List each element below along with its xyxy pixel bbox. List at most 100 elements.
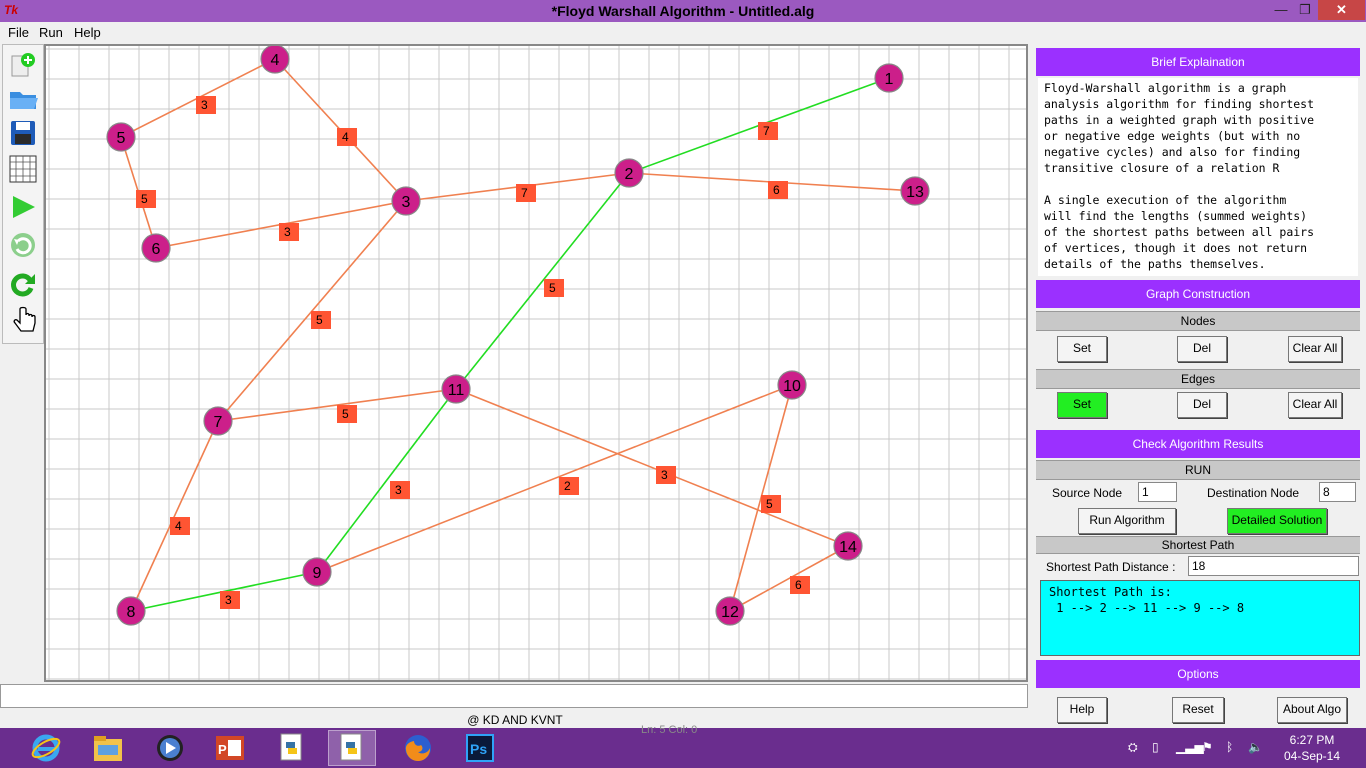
edge-weight-box[interactable]: [790, 576, 810, 594]
device-icon[interactable]: ▯: [1152, 740, 1159, 754]
edge-12-14[interactable]: [729, 545, 849, 612]
add-node-icon[interactable]: [7, 49, 39, 81]
open-folder-icon[interactable]: [7, 83, 39, 115]
edge-weight-label: 3: [225, 593, 232, 607]
edge-11-9[interactable]: [316, 388, 457, 573]
grid-icon[interactable]: [7, 153, 39, 185]
edge-weight-box[interactable]: [337, 128, 357, 146]
help-button[interactable]: Help: [1057, 697, 1107, 723]
edge-weight-box[interactable]: [220, 591, 240, 609]
undo-icon[interactable]: [7, 229, 39, 261]
edge-weight-box[interactable]: [768, 181, 788, 199]
python-icon[interactable]: [328, 730, 376, 766]
python-icon[interactable]: [268, 730, 316, 766]
run-play-icon[interactable]: [7, 191, 39, 223]
edge-9-10[interactable]: [316, 384, 793, 573]
node-7[interactable]: [203, 406, 233, 436]
edge-7-8[interactable]: [130, 420, 219, 612]
close-button[interactable]: ✕: [1318, 0, 1365, 20]
menu-help[interactable]: Help: [74, 25, 101, 40]
node-6[interactable]: [141, 233, 171, 263]
edge-set-button[interactable]: Set: [1057, 392, 1107, 418]
node-3[interactable]: [391, 186, 421, 216]
edge-weight-box[interactable]: [516, 184, 536, 202]
edge-weight-box[interactable]: [337, 405, 357, 423]
save-disk-icon[interactable]: [7, 117, 39, 149]
bluetooth-icon[interactable]: ᛒ: [1226, 740, 1234, 754]
distance-value[interactable]: 18: [1188, 556, 1359, 576]
node-10[interactable]: [777, 370, 807, 400]
edge-2-11[interactable]: [455, 172, 630, 390]
photoshop-icon[interactable]: Ps: [456, 730, 504, 766]
edge-weight-box[interactable]: [136, 190, 156, 208]
powerpoint-icon[interactable]: P: [206, 730, 254, 766]
node-5[interactable]: [106, 122, 136, 152]
source-node-input[interactable]: 1: [1138, 482, 1177, 502]
edges-label: Edges: [1036, 369, 1360, 389]
explanation-text: Floyd-Warshall algorithm is a graph anal…: [1038, 78, 1358, 276]
node-1[interactable]: [874, 63, 904, 93]
source-node-label: Source Node: [1052, 486, 1123, 500]
ie-icon[interactable]: [22, 730, 70, 766]
destination-node-input[interactable]: 8: [1319, 482, 1356, 502]
shortest-path-label: Shortest Path: [1036, 536, 1360, 554]
node-del-button[interactable]: Del: [1177, 336, 1227, 362]
maximize-button[interactable]: ❐: [1299, 2, 1311, 17]
menu-run[interactable]: Run: [39, 25, 63, 40]
node-12[interactable]: [715, 596, 745, 626]
hand-cursor-icon[interactable]: [7, 305, 39, 337]
title-bar: Tk *Floyd Warshall Algorithm - Untitled.…: [0, 0, 1366, 22]
node-13[interactable]: [900, 176, 930, 206]
edge-weight-box[interactable]: [311, 311, 331, 329]
node-4[interactable]: [260, 46, 290, 74]
menu-bar: File Run Help: [0, 22, 1366, 42]
file-explorer-icon[interactable]: [84, 730, 132, 766]
edge-weight-box[interactable]: [656, 466, 676, 484]
edge-weight-label: 7: [763, 124, 770, 138]
network-icon[interactable]: ⛭: [1128, 740, 1138, 754]
edge-weight-box[interactable]: [170, 517, 190, 535]
edge-weight-box[interactable]: [559, 477, 579, 495]
clock[interactable]: 6:27 PM 04-Sep-14: [1272, 732, 1352, 764]
edge-weight-label: 7: [521, 186, 528, 200]
edge-11-14[interactable]: [455, 388, 849, 547]
edge-weight-box[interactable]: [279, 223, 299, 241]
node-11[interactable]: [441, 374, 471, 404]
options-header: Options: [1036, 660, 1360, 688]
firefox-icon[interactable]: [394, 730, 442, 766]
node-set-button[interactable]: Set: [1057, 336, 1107, 362]
node-label: 4: [271, 52, 280, 69]
redo-icon[interactable]: [7, 267, 39, 299]
media-player-icon[interactable]: [146, 730, 194, 766]
node-clear-all-button[interactable]: Clear All: [1288, 336, 1342, 362]
node-2[interactable]: [614, 158, 644, 188]
edge-weight-box[interactable]: [761, 495, 781, 513]
edge-clear-all-button[interactable]: Clear All: [1288, 392, 1342, 418]
edge-weight-box[interactable]: [544, 279, 564, 297]
about-algo-button[interactable]: About Algo: [1277, 697, 1347, 723]
tk-app-icon: Tk: [4, 3, 19, 17]
node-14[interactable]: [833, 531, 863, 561]
run-algorithm-button[interactable]: Run Algorithm: [1078, 508, 1176, 534]
edge-weight-box[interactable]: [196, 96, 216, 114]
clock-date: 04-Sep-14: [1283, 749, 1341, 763]
node-8[interactable]: [116, 596, 146, 626]
reset-button[interactable]: Reset: [1172, 697, 1224, 723]
edge-del-button[interactable]: Del: [1177, 392, 1227, 418]
node-label: 1: [885, 71, 894, 88]
node-9[interactable]: [302, 557, 332, 587]
edge-weight-label: 6: [773, 183, 780, 197]
nodes-label: Nodes: [1036, 311, 1360, 331]
detailed-solution-button[interactable]: Detailed Solution: [1227, 508, 1327, 534]
flag-icon[interactable]: ⚑: [1202, 740, 1213, 754]
signal-icon[interactable]: ▁▃▅: [1176, 740, 1204, 754]
edge-weight-box[interactable]: [390, 481, 410, 499]
status-entry[interactable]: [0, 684, 1028, 708]
edge-weight-box[interactable]: [758, 122, 778, 140]
menu-file[interactable]: File: [8, 25, 29, 40]
minimize-button[interactable]: —: [1274, 2, 1288, 17]
volume-icon[interactable]: 🔈: [1248, 740, 1263, 754]
edge-weight-label: 5: [342, 407, 349, 421]
